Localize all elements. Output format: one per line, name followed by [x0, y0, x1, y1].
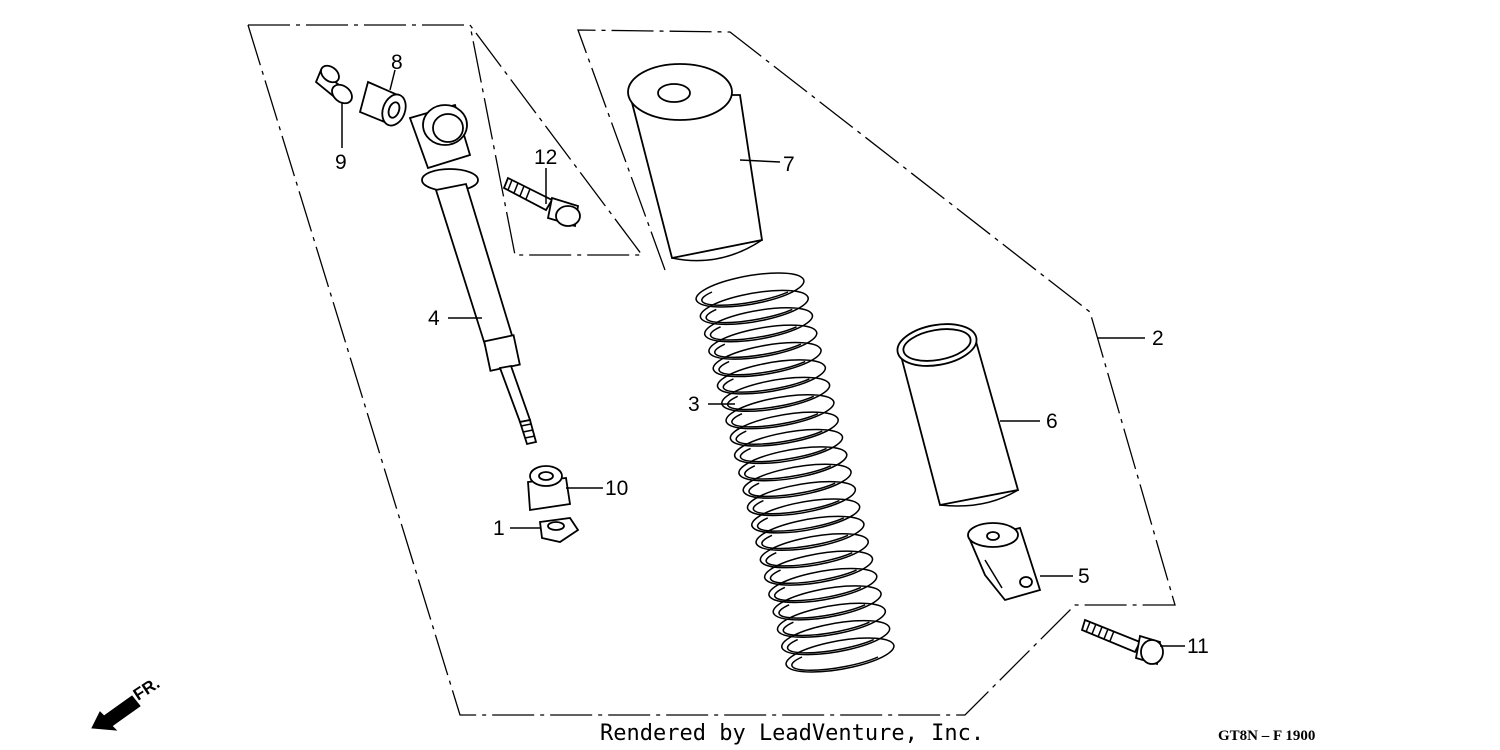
diagram-code: GT8N – F 1900	[1218, 728, 1315, 744]
part-12-bolt[interactable]	[502, 176, 581, 228]
part-1-nut[interactable]	[538, 517, 580, 543]
callout-1: 1	[493, 517, 505, 540]
part-4-damper[interactable]	[408, 103, 538, 446]
part-10-rubber[interactable]	[527, 465, 572, 512]
assembly-outline	[247, 24, 1176, 716]
leader-lines	[341, 69, 1185, 647]
credit-text: Rendered by LeadVenture, Inc.	[600, 721, 984, 746]
front-direction-arrow: FR.	[91, 674, 163, 731]
callout-11: 11	[1187, 635, 1209, 658]
callout-4: 4	[428, 307, 440, 330]
part-3-spring[interactable]	[695, 272, 895, 673]
callout-12: 12	[534, 146, 557, 169]
callout-9: 9	[335, 151, 347, 174]
part-8-bushing[interactable]	[358, 80, 410, 129]
part-6-lower-cover[interactable]	[894, 318, 1020, 507]
part-11-bolt[interactable]	[1080, 618, 1164, 666]
callout-5: 5	[1078, 565, 1090, 588]
callout-8: 8	[391, 51, 403, 74]
callout-7: 7	[783, 153, 795, 176]
callout-3: 3	[688, 393, 700, 416]
callout-10: 10	[605, 477, 628, 500]
part-7-upper-cover[interactable]	[627, 63, 764, 262]
part-5-lower-joint[interactable]	[967, 522, 1042, 602]
part-9-collar[interactable]	[314, 62, 356, 107]
callout-2: 2	[1152, 327, 1164, 350]
callout-6: 6	[1046, 410, 1058, 433]
